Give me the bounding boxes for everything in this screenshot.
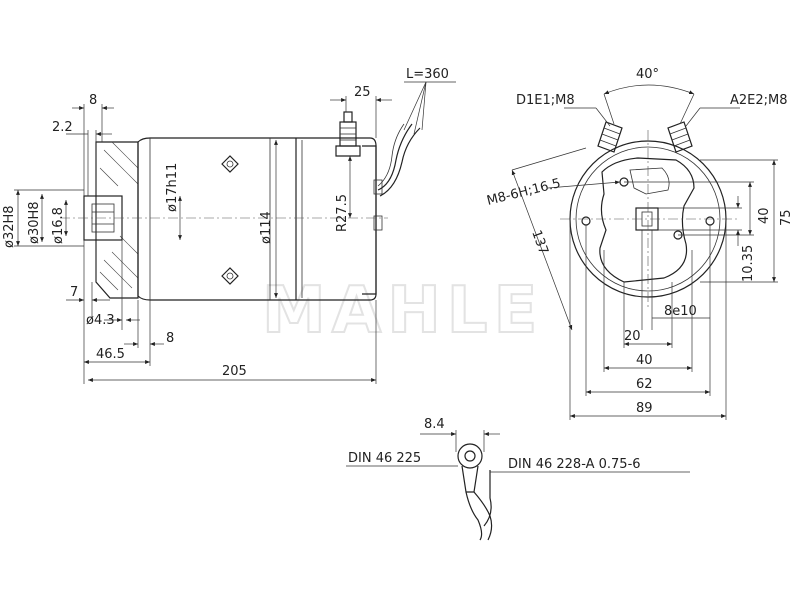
dim-r27-5: R27.5 bbox=[335, 194, 350, 232]
dim-top-8: 8 bbox=[89, 93, 97, 108]
dim-25: 25 bbox=[354, 85, 371, 100]
dim-d114: ø114 bbox=[259, 211, 274, 244]
dim-v75: 75 bbox=[779, 209, 794, 226]
terminal-stud-left bbox=[597, 121, 623, 153]
dim-h89: 89 bbox=[636, 401, 653, 416]
ring-lug-hole bbox=[464, 450, 476, 462]
dim-d4-3: ø4.3 bbox=[86, 313, 115, 328]
dim-8-4: 8.4 bbox=[424, 417, 445, 432]
dim-10-35: 10.35 bbox=[741, 245, 756, 282]
terminal-stud-right bbox=[667, 121, 693, 153]
dim-h20: 20 bbox=[624, 329, 641, 344]
mount-hole-right bbox=[705, 216, 715, 226]
label-m8: M8-6H;16.5 bbox=[485, 176, 562, 209]
dim-d32: ø32H8 bbox=[2, 205, 17, 248]
cable bbox=[377, 123, 421, 197]
dim-205: 205 bbox=[222, 364, 247, 379]
ring-lug bbox=[457, 443, 483, 469]
brush-cover bbox=[599, 157, 695, 283]
wire-a bbox=[465, 491, 483, 541]
dim-v40: 40 bbox=[757, 207, 772, 224]
side-view: 8 2.2 ø32H8 ø30H8 ø16.8 ø17h11 ø114 R27.… bbox=[2, 67, 456, 384]
terminal-detail: 8.4 DIN 46 225 DIN 46 228-A 0.75-6 bbox=[346, 417, 690, 541]
label-d1e1: D1E1;M8 bbox=[516, 93, 575, 108]
end-view: 40° D1E1;M8 A2E2;M8 M8-6H;16.5 137 40 75… bbox=[485, 67, 794, 420]
dim-d16-8: ø16.8 bbox=[51, 207, 66, 244]
dim-cable-length: L=360 bbox=[406, 67, 449, 82]
end-housing-outer bbox=[569, 140, 727, 298]
dim-h40: 40 bbox=[636, 353, 653, 368]
mount-hole-left bbox=[581, 216, 591, 226]
label-a2e2: A2E2;M8 bbox=[730, 93, 788, 108]
wire-c bbox=[483, 470, 492, 527]
dim-46-5: 46.5 bbox=[96, 347, 125, 362]
screw-top bbox=[221, 155, 239, 173]
dim-8-bottom: 8 bbox=[166, 331, 174, 346]
dim-40-deg: 40° bbox=[636, 67, 659, 82]
dim-d30: ø30H8 bbox=[27, 201, 42, 244]
wire-b bbox=[473, 491, 493, 541]
dim-h62: 62 bbox=[636, 377, 653, 392]
mahle-watermark: MAHLE bbox=[262, 274, 543, 348]
dim-2-2: 2.2 bbox=[52, 120, 73, 135]
dim-d17: ø17h11 bbox=[165, 163, 180, 212]
screw-bottom bbox=[221, 267, 239, 285]
dim-137: 137 bbox=[528, 228, 551, 256]
label-din-228: DIN 46 228-A 0.75-6 bbox=[508, 457, 641, 472]
flange-hatching bbox=[99, 141, 139, 291]
end-housing-inner bbox=[575, 146, 721, 292]
label-din-225: DIN 46 225 bbox=[348, 451, 421, 466]
terminal-post bbox=[335, 111, 361, 157]
dim-7: 7 bbox=[70, 285, 78, 300]
